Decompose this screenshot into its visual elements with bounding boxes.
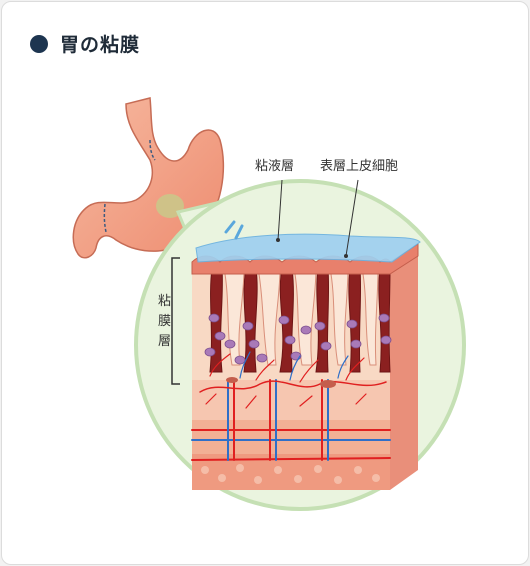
mucus-layer-label: 粘液層 bbox=[255, 159, 294, 174]
mucosa-label-char-1: 粘 bbox=[158, 294, 171, 309]
mucosa-bracket bbox=[171, 257, 180, 385]
epithelium-leader-line bbox=[345, 179, 359, 257]
surface-epithelium-label: 表層上皮細胞 bbox=[320, 159, 398, 174]
mucosa-label-char-3: 層 bbox=[158, 334, 171, 349]
page-title: 胃の粘膜 bbox=[60, 34, 141, 56]
bullet-icon bbox=[30, 34, 48, 53]
mucosa-cross-section bbox=[191, 220, 421, 490]
title-row: 胃の粘膜 bbox=[30, 30, 140, 57]
mucus-leader-line bbox=[277, 179, 283, 241]
mucosa-label-char-2: 膜 bbox=[158, 314, 171, 329]
